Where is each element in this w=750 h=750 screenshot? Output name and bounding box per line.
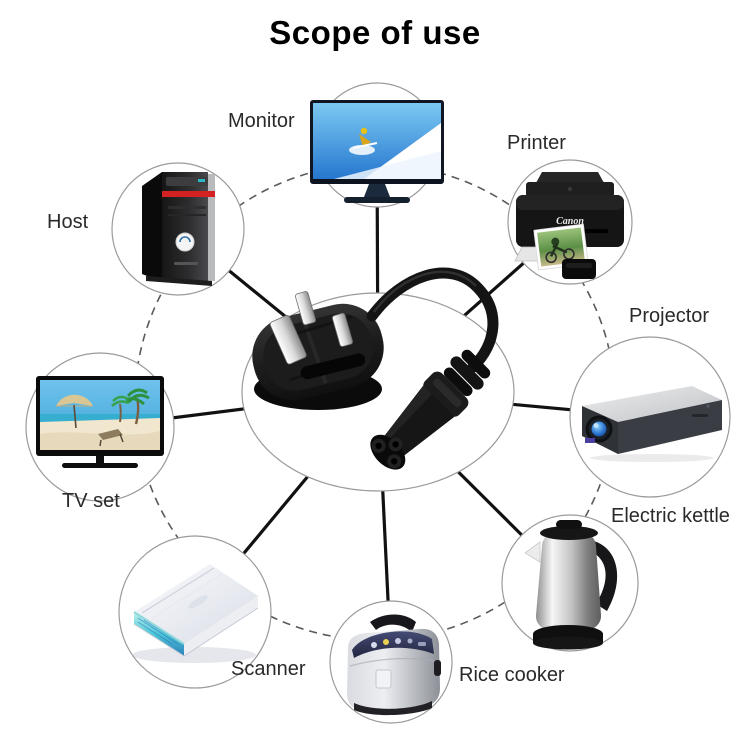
device-label-host: Host: [47, 211, 89, 233]
power-cable: [366, 267, 499, 373]
device-image-printer: Canon: [506, 163, 634, 281]
device-image-scanner: [122, 556, 268, 668]
scanner-icon: [132, 564, 259, 663]
monitor-icon: [310, 100, 444, 203]
printer-brand-text: Canon: [556, 216, 584, 227]
page-title: Scope of use: [269, 14, 481, 51]
cable-highlight: [373, 270, 477, 313]
device-image-monitor: [306, 98, 448, 206]
device-image-kettle: [512, 518, 628, 650]
device-image-rice-cooker: [334, 608, 448, 716]
kettle-handle: [585, 540, 618, 611]
uk-plug-icon: [252, 291, 384, 410]
device-label-rice-cooker: Rice cooker: [459, 664, 565, 686]
device-image-host: [128, 162, 228, 296]
desktop-tower-icon: [142, 172, 215, 286]
kettle-icon: [524, 520, 618, 650]
device-image-projector: [572, 372, 728, 464]
device-image-tv: [34, 374, 166, 474]
rice-cooker-handle: [370, 614, 416, 632]
plug-prong: [269, 314, 307, 365]
projector-icon: [582, 386, 722, 462]
plug-prong: [295, 291, 316, 326]
printer-icon: Canon: [514, 172, 624, 279]
c5-connector-icon: [370, 349, 491, 470]
plug-prong: [332, 312, 353, 347]
device-label-projector: Projector: [629, 305, 710, 327]
rice-cooker-icon: [347, 614, 441, 716]
device-label-tv: TV set: [62, 490, 120, 512]
device-label-scanner: Scanner: [231, 658, 306, 680]
device-label-printer: Printer: [507, 132, 566, 154]
device-label-kettle: Electric kettle: [611, 505, 730, 527]
device-label-monitor: Monitor: [228, 110, 295, 132]
tv-icon: [36, 376, 164, 468]
